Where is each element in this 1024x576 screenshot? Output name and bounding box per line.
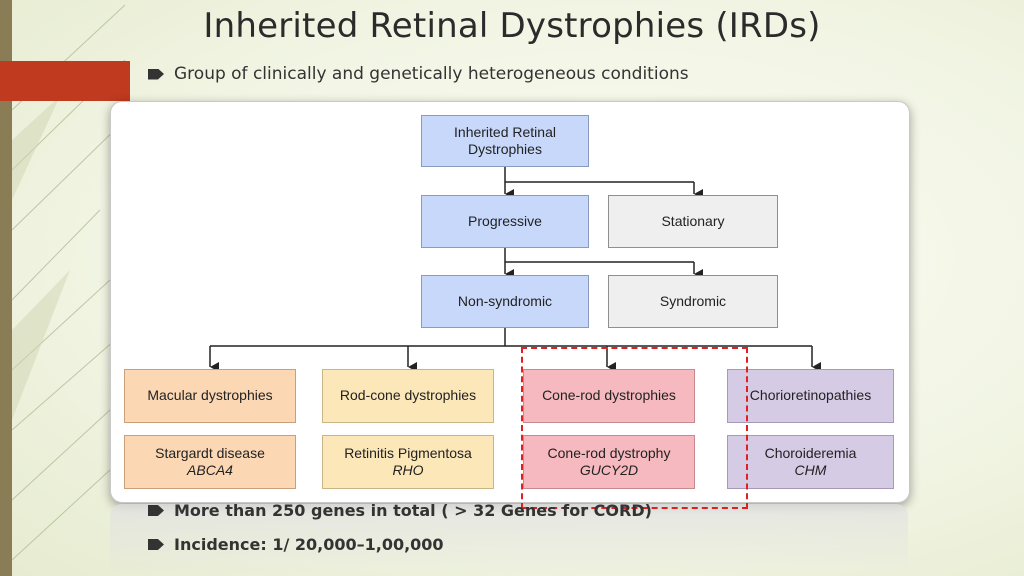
node-chorioretinopathies: Chorioretinopathies bbox=[727, 369, 894, 423]
gene-label: GUCY2D bbox=[579, 462, 639, 478]
category-label: Cone-rod dystrophies bbox=[542, 387, 676, 404]
node-inherited-retinal-dystrophies: Inherited Retinal Dystrophies bbox=[421, 115, 589, 167]
slide-title: Inherited Retinal Dystrophies (IRDs) bbox=[203, 6, 821, 46]
node-cone-rod-dystrophies: Cone-rod dystrophies bbox=[523, 369, 695, 423]
bullet-incidence-text: Incidence: 1/ 20,000–1,00,000 bbox=[174, 535, 444, 554]
node-progressive-label: Progressive bbox=[468, 212, 542, 229]
gene-label: ABCA4 bbox=[187, 462, 233, 478]
example-label: Cone-rod dystrophy bbox=[547, 444, 671, 461]
bullet-genes: More than 250 genes in total ( > 32 Gene… bbox=[148, 501, 652, 520]
category-label: Macular dystrophies bbox=[147, 387, 273, 404]
diagram-reflection bbox=[110, 504, 908, 576]
gene-label: CHM bbox=[794, 462, 827, 478]
example-label: Retinitis Pigmentosa bbox=[344, 444, 472, 461]
node-rod-cone-dystrophies: Rod-cone dystrophies bbox=[322, 369, 494, 423]
bullet-genes-text: More than 250 genes in total ( > 32 Gene… bbox=[174, 501, 652, 520]
bullet-arrow-icon bbox=[148, 68, 164, 80]
title-accent-tab bbox=[0, 61, 130, 101]
node-stationary-label: Stationary bbox=[661, 212, 725, 229]
node-syndromic-label: Syndromic bbox=[659, 292, 727, 309]
bullet-intro: Group of clinically and genetically hete… bbox=[148, 64, 689, 84]
left-accent-bar bbox=[0, 0, 12, 576]
bullet-intro-text: Group of clinically and genetically hete… bbox=[174, 64, 689, 84]
node-macular-dystrophies: Macular dystrophies bbox=[124, 369, 296, 423]
example-label: Choroideremia bbox=[764, 444, 857, 461]
example-label: Stargardt disease bbox=[155, 444, 265, 461]
category-label: Rod-cone dystrophies bbox=[339, 387, 477, 404]
node-stargardt-disease: Stargardt disease ABCA4 bbox=[124, 435, 296, 489]
node-retinitis-pigmentosa: Retinitis Pigmentosa RHO bbox=[322, 435, 494, 489]
node-non-syndromic-label: Non-syndromic bbox=[457, 292, 553, 309]
node-non-syndromic: Non-syndromic bbox=[421, 275, 589, 328]
bullet-arrow-icon bbox=[148, 505, 164, 516]
node-progressive: Progressive bbox=[421, 195, 589, 248]
bullet-arrow-icon bbox=[148, 539, 164, 550]
node-choroideremia: Choroideremia CHM bbox=[727, 435, 894, 489]
category-label: Chorioretinopathies bbox=[749, 387, 872, 404]
cord-highlight-box bbox=[521, 347, 748, 509]
bullet-incidence: Incidence: 1/ 20,000–1,00,000 bbox=[148, 535, 444, 554]
node-root-label: Inherited Retinal Dystrophies bbox=[454, 123, 556, 158]
gene-label: RHO bbox=[392, 462, 424, 478]
node-cone-rod-dystrophy: Cone-rod dystrophy GUCY2D bbox=[523, 435, 695, 489]
node-syndromic: Syndromic bbox=[608, 275, 778, 328]
node-stationary: Stationary bbox=[608, 195, 778, 248]
decorative-lines bbox=[11, 4, 126, 561]
